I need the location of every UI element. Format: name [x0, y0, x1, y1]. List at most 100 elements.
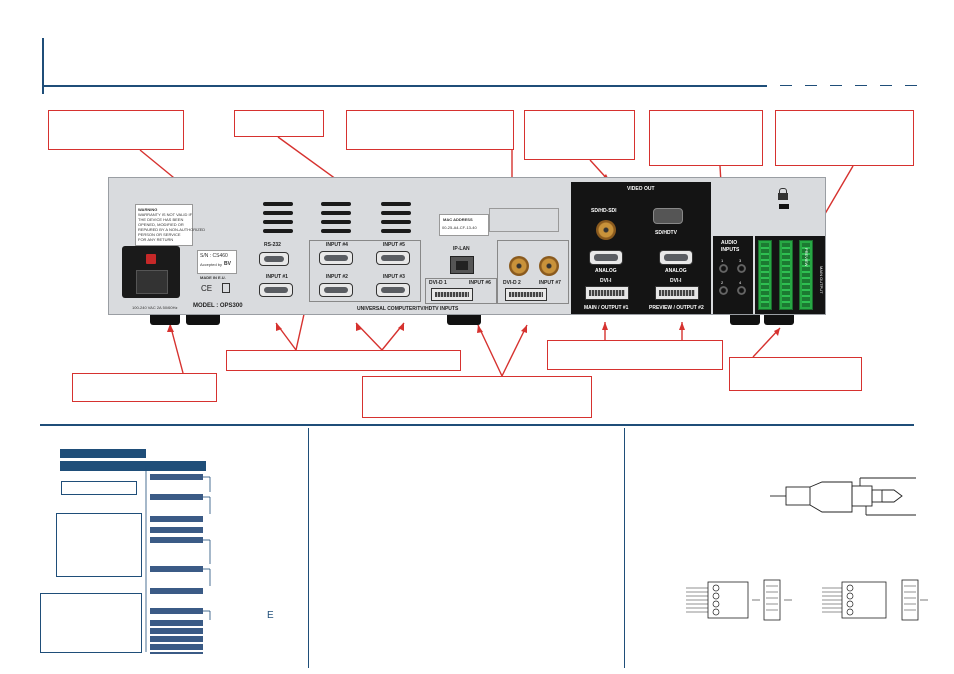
column-divider-1 — [308, 428, 309, 668]
menu-note-box-2 — [56, 513, 142, 577]
analog-main-label: ANALOG — [595, 268, 617, 274]
input3-label: INPUT #3 — [383, 274, 405, 280]
device-foot — [150, 315, 180, 325]
jack-1-label: 1 — [721, 258, 724, 263]
device-rear-panel: WARNING WARRANTY IS NOT VALID IF THE DEV… — [108, 177, 826, 315]
universal-inputs-label: UNIVERSAL COMPUTER/TV/HDTV INPUTS — [357, 306, 459, 312]
warning-line: REPAIRED BY A NON-AUTHORIZED — [138, 227, 206, 232]
made-in-label: MADE IN E.U. — [200, 275, 226, 280]
menu-root-bar — [60, 461, 206, 471]
video-out-panel — [571, 182, 711, 242]
main-output-label: MAIN / OUTPUT #1 — [584, 305, 629, 311]
dvi-main-label: DVI-I — [600, 278, 612, 284]
callout-ip-lan — [346, 110, 514, 150]
analog-main-port[interactable] — [589, 250, 623, 265]
serial-text: S/N : CS460 — [200, 253, 228, 259]
accepted-text: Accepted by — [200, 262, 223, 267]
device-foot — [764, 315, 794, 325]
sdi-input-1-bnc[interactable] — [509, 256, 529, 276]
jack-3-label: 3 — [739, 258, 742, 263]
lower-section-rule — [40, 424, 914, 426]
menu-note-box-3 — [40, 593, 142, 653]
dvi1-panel — [425, 278, 497, 304]
input5-label: INPUT #5 — [383, 242, 405, 248]
callout-power — [72, 373, 217, 402]
jack-4-label: 4 — [739, 280, 742, 285]
mac-value: 00-25-A4-CF-13-40 — [442, 225, 477, 230]
power-rating: 100-240 VAC 2A 50/60Hz — [132, 305, 178, 310]
audio-jack-4[interactable] — [737, 286, 746, 295]
input2-label: INPUT #2 — [326, 274, 348, 280]
input1-port[interactable] — [259, 283, 293, 297]
sd-hdtv-port[interactable] — [653, 208, 683, 224]
weee-bin-icon — [222, 283, 230, 293]
rs232-label: RS-232 — [264, 242, 281, 248]
audio-jack-1[interactable] — [719, 264, 728, 273]
audio-terminal-block-1[interactable] — [758, 240, 772, 310]
dvi1-port[interactable] — [431, 288, 473, 301]
mac-title: MAC ADDRESS — [443, 217, 473, 222]
callout-audio-out — [729, 357, 862, 391]
warning-label: WARNING WARRANTY IS NOT VALID IF THE DEV… — [135, 204, 205, 246]
input4-port[interactable] — [319, 251, 353, 265]
callout-outputs — [547, 340, 723, 370]
power-inlet[interactable] — [122, 246, 180, 298]
callout-universal-inputs — [226, 350, 461, 371]
callout-audio-inputs — [775, 110, 914, 166]
audio-inputs-label-2: INPUTS — [721, 247, 740, 253]
input7-label: INPUT #7 — [539, 280, 561, 286]
analog-preview-label: ANALOG — [665, 268, 687, 274]
ip-lan-port[interactable] — [450, 256, 474, 274]
warning-line: FOR ANY RETURN — [138, 237, 174, 242]
audio-terminal-block-2[interactable] — [779, 240, 793, 310]
lock-slot — [779, 204, 789, 209]
warning-line: PERSON OR SERVICE — [138, 232, 181, 237]
power-socket — [136, 270, 168, 294]
sdi-out-bnc[interactable] — [596, 220, 616, 240]
serial-label: S/N : CS460 Accepted by BV — [197, 250, 237, 274]
audio-terminal-block-3[interactable] — [799, 240, 813, 310]
audio-jack-2[interactable] — [719, 286, 728, 295]
dvi2-label: DVI-D 2 — [503, 280, 521, 286]
ip-lan-label: IP-LAN — [453, 246, 470, 252]
dvi-main-port[interactable] — [585, 286, 629, 300]
accepted-mark: BV — [224, 261, 231, 267]
sd-hdtv-label: SD/HDTV — [655, 230, 677, 236]
sdi-input-2-bnc[interactable] — [539, 256, 559, 276]
warning-line: THE DEVICE HAS BEEN — [138, 217, 184, 222]
input5-port[interactable] — [376, 251, 410, 265]
input1-label: INPUT #1 — [266, 274, 288, 280]
audio-inputs-label-1: AUDIO — [721, 240, 738, 246]
mac-label: MAC ADDRESS 00-25-A4-CF-13-40 — [439, 214, 489, 236]
device-foot — [447, 315, 481, 325]
menu-note-box-1 — [61, 481, 137, 495]
input3-port[interactable] — [376, 283, 410, 297]
input2-port[interactable] — [319, 283, 353, 297]
analog-preview-port[interactable] — [659, 250, 693, 265]
menu-header-bar — [60, 449, 146, 458]
jack-2-label: 2 — [721, 280, 724, 285]
sdi-panel — [497, 240, 569, 304]
inputs-panel — [309, 240, 421, 302]
tree-glyph: E — [267, 610, 274, 621]
power-switch[interactable] — [146, 254, 156, 264]
warning-line: OPENED, MODIFIED OR — [138, 222, 184, 227]
header-rule — [42, 85, 767, 87]
input6-label: INPUT #6 — [469, 280, 491, 286]
device-foot — [186, 315, 220, 325]
rs232-port[interactable] — [259, 252, 289, 266]
video-out-label: VIDEO OUT — [627, 186, 655, 192]
warning-line: WARRANTY IS NOT VALID IF — [138, 212, 193, 217]
preview-output-label: PREVIEW / OUTPUT #2 — [649, 305, 704, 311]
dvi-preview-port[interactable] — [655, 286, 699, 300]
dvi2-port[interactable] — [505, 288, 547, 301]
blank-plate — [489, 208, 559, 232]
warning-line: WARNING — [138, 207, 158, 212]
device-foot — [730, 315, 760, 325]
audio-jack-3[interactable] — [737, 264, 746, 273]
callout-inputs — [234, 110, 324, 137]
header-vertical-rule — [42, 38, 44, 94]
